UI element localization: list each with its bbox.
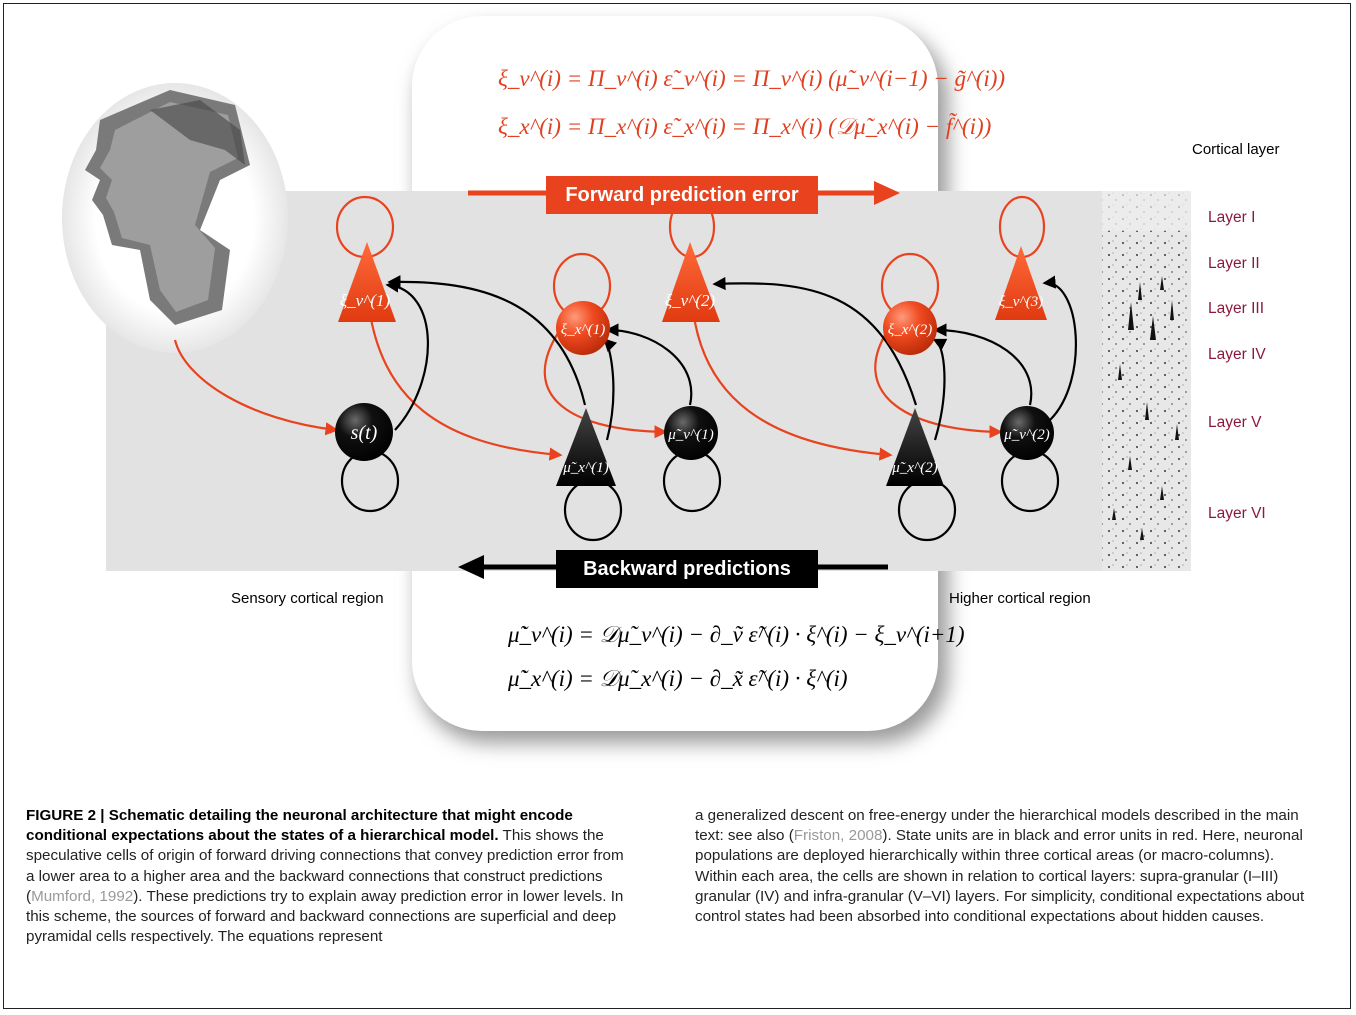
backward-connections — [385, 275, 1077, 441]
caption-text: ). These predictions try to explain away… — [26, 887, 624, 946]
node-label: ξ_x^(1) — [561, 322, 605, 338]
layer-label: Layer III — [1208, 300, 1264, 317]
node-label: ξ_x^(2) — [888, 322, 932, 338]
forward-prediction-error-label: Forward prediction error — [565, 184, 799, 206]
node-mu-x2: μ̃_x^(2) — [886, 408, 944, 486]
node-s-t: s(t) — [335, 403, 393, 461]
node-label: ξ_v^(2) — [665, 291, 716, 310]
forward-arrow — [468, 176, 900, 214]
forward-equation-x: ξ_x^(i) = Π_x^(i) ε̃_x^(i) = Π_x^(i) (𝒟μ… — [498, 114, 992, 139]
node-xi-x1: ξ_x^(1) — [556, 301, 610, 355]
histology-strip — [1102, 191, 1191, 571]
node-mu-v2: μ̃_v^(2) — [1000, 406, 1054, 460]
figure-frame — [3, 3, 1351, 1009]
node-xi-v2: ξ_v^(2) — [662, 242, 720, 322]
caption-text: This shows the speculative cells of orig… — [26, 827, 624, 905]
caption-text: ). State units are in black and error un… — [695, 827, 1305, 926]
caption-right-column: a generalized descent on free-energy und… — [695, 806, 1305, 927]
node-label: μ̃_v^(2) — [1003, 427, 1050, 443]
higher-region-label: Higher cortical region — [949, 590, 1091, 607]
forward-connections — [173, 299, 1003, 461]
node-label: s(t) — [351, 422, 378, 444]
node-label: ξ_v^(3) — [999, 294, 1043, 310]
architecture-diagram: ξ_v^(1) ξ_x^(1) ξ_v^(2) ξ_x^(2) ξ_v^(3) … — [62, 28, 1191, 743]
forward-equation-v: ξ_v^(i) = Π_v^(i) ε̃_v^(i) = Π_v^(i) (μ̃… — [498, 66, 1006, 91]
caption-heading: FIGURE 2 | Schematic detailing the neuro… — [26, 807, 573, 845]
node-label: ξ_v^(1) — [340, 291, 391, 310]
node-mu-v1: μ̃_v^(1) — [664, 406, 718, 460]
node-label: μ̃_x^(1) — [562, 460, 609, 476]
node-xi-v1: ξ_v^(1) — [338, 242, 396, 322]
layer-label: Layer II — [1208, 255, 1260, 272]
citation-link[interactable]: Mumford, 1992 — [31, 887, 134, 905]
sensory-head-image — [62, 83, 288, 353]
node-mu-x1: μ̃_x^(1) — [556, 408, 616, 486]
layer-label: Layer I — [1208, 209, 1256, 226]
layer-label: Layer VI — [1208, 505, 1266, 522]
backward-equation-v: μ̃̇_v^(i) = 𝒟μ̃_v^(i) − ∂_ṽ ε̃^(i) · ξ^(… — [508, 622, 965, 647]
node-label: μ̃_x^(2) — [891, 460, 938, 476]
node-xi-v3: ξ_v^(3) — [995, 246, 1047, 320]
node-label: μ̃_v^(1) — [667, 427, 714, 443]
sensory-region-label: Sensory cortical region — [231, 590, 384, 607]
cortical-layer-title: Cortical layer — [1192, 141, 1280, 158]
node-xi-x2: ξ_x^(2) — [883, 301, 937, 355]
caption-text: a generalized descent on free-energy und… — [695, 807, 1299, 845]
layer-label: Layer IV — [1208, 346, 1266, 363]
cortical-band — [106, 191, 1191, 571]
backward-equation-x: μ̃̇_x^(i) = 𝒟μ̃_x^(i) − ∂_x̃ ε̃^(i) · ξ^… — [508, 666, 848, 691]
backward-predictions-label: Backward predictions — [583, 558, 791, 580]
backward-arrow — [458, 550, 888, 588]
layer-label: Layer V — [1208, 414, 1262, 431]
caption-left-column: FIGURE 2 | Schematic detailing the neuro… — [26, 806, 636, 947]
citation-link[interactable]: Friston, 2008 — [793, 827, 883, 845]
